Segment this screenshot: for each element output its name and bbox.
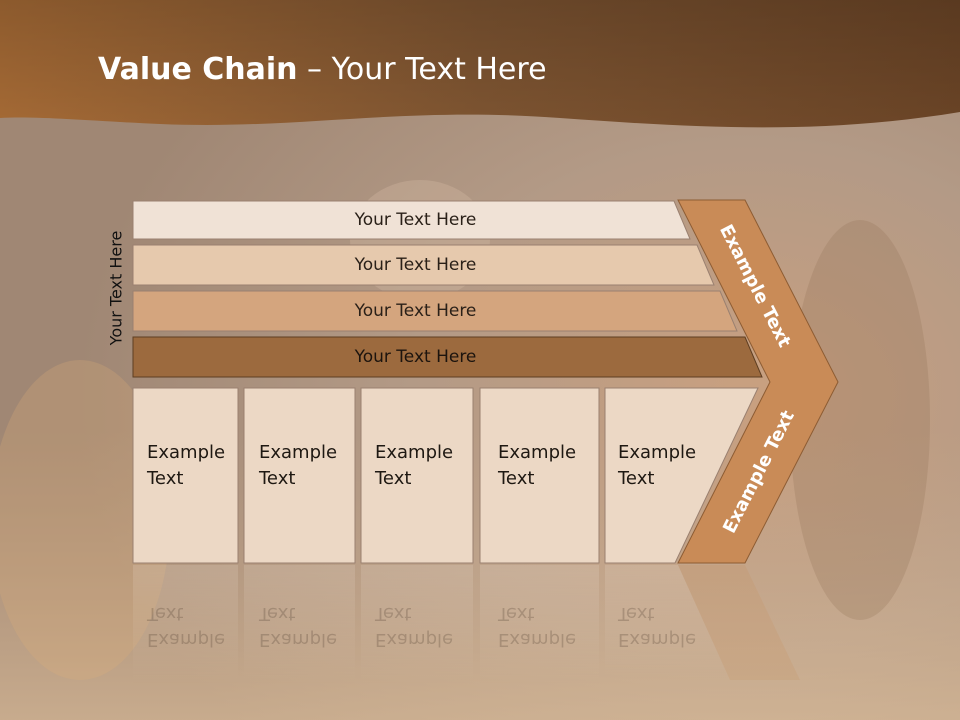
column-text-4: Example Text: [498, 440, 576, 492]
row-label-2: Your Text Here: [354, 255, 477, 275]
header-shade: [0, 0, 960, 128]
row-bar-1: [132, 200, 691, 240]
column-text-1-line2: Text: [147, 468, 184, 489]
column-text-2: Example Text: [259, 440, 337, 492]
glass-shape-right: [790, 220, 930, 620]
column-box-2: [243, 387, 356, 564]
column-reflection-3-line1: Example: [375, 629, 454, 650]
row-label-1: Your Text Here: [354, 210, 477, 230]
column-text-5-line1: Example: [618, 442, 697, 463]
column-box-3: [360, 387, 474, 564]
column-reflection-1-line1: Example: [147, 629, 226, 650]
column-box-4: [479, 387, 600, 564]
column-reflection-2: Example Text: [259, 600, 337, 652]
row-bar-3: [132, 290, 738, 332]
side-label: Your Text Here: [106, 230, 126, 346]
column-box-5: [604, 387, 759, 564]
column-text-5-line2: Text: [618, 468, 655, 489]
page-title: Value Chain – Your Text Here: [98, 52, 547, 87]
title-rest: – Your Text Here: [297, 52, 547, 87]
column-reflection-3-line2: Text: [375, 603, 412, 624]
row-bar-2: [132, 244, 715, 286]
title-bold: Value Chain: [98, 52, 298, 87]
column-text-1-line1: Example: [147, 442, 226, 463]
column-text-5: Example Text: [618, 440, 696, 492]
column-text-2-line1: Example: [259, 442, 338, 463]
column-reflection-4-line2: Text: [498, 603, 535, 624]
column-text-3-line2: Text: [375, 468, 412, 489]
column-text-3: Example Text: [375, 440, 453, 492]
column-reflection-1: Example Text: [147, 600, 225, 652]
column-reflection-5: Example Text: [618, 600, 696, 652]
column-text-4-line1: Example: [498, 442, 577, 463]
column-reflection-4: Example Text: [498, 600, 576, 652]
column-reflection-5-line1: Example: [618, 629, 697, 650]
column-reflection-1-line2: Text: [147, 603, 184, 624]
row-bar-4: [132, 336, 763, 378]
column-reflection-3: Example Text: [375, 600, 453, 652]
glass-shape-left: [0, 360, 170, 680]
column-text-4-line2: Text: [498, 468, 535, 489]
column-text-2-line2: Text: [259, 468, 296, 489]
column-reflection-4-line1: Example: [498, 629, 577, 650]
row-label-4: Your Text Here: [354, 347, 477, 367]
column-reflection-5-line2: Text: [618, 603, 655, 624]
column-reflection-2-line2: Text: [259, 603, 296, 624]
column-text-3-line1: Example: [375, 442, 454, 463]
row-label-3: Your Text Here: [354, 301, 477, 321]
column-text-1: Example Text: [147, 440, 225, 492]
chevron: [677, 199, 839, 564]
reflection: [133, 565, 800, 685]
column-reflection-2-line1: Example: [259, 629, 338, 650]
column-box-1: [132, 387, 239, 564]
